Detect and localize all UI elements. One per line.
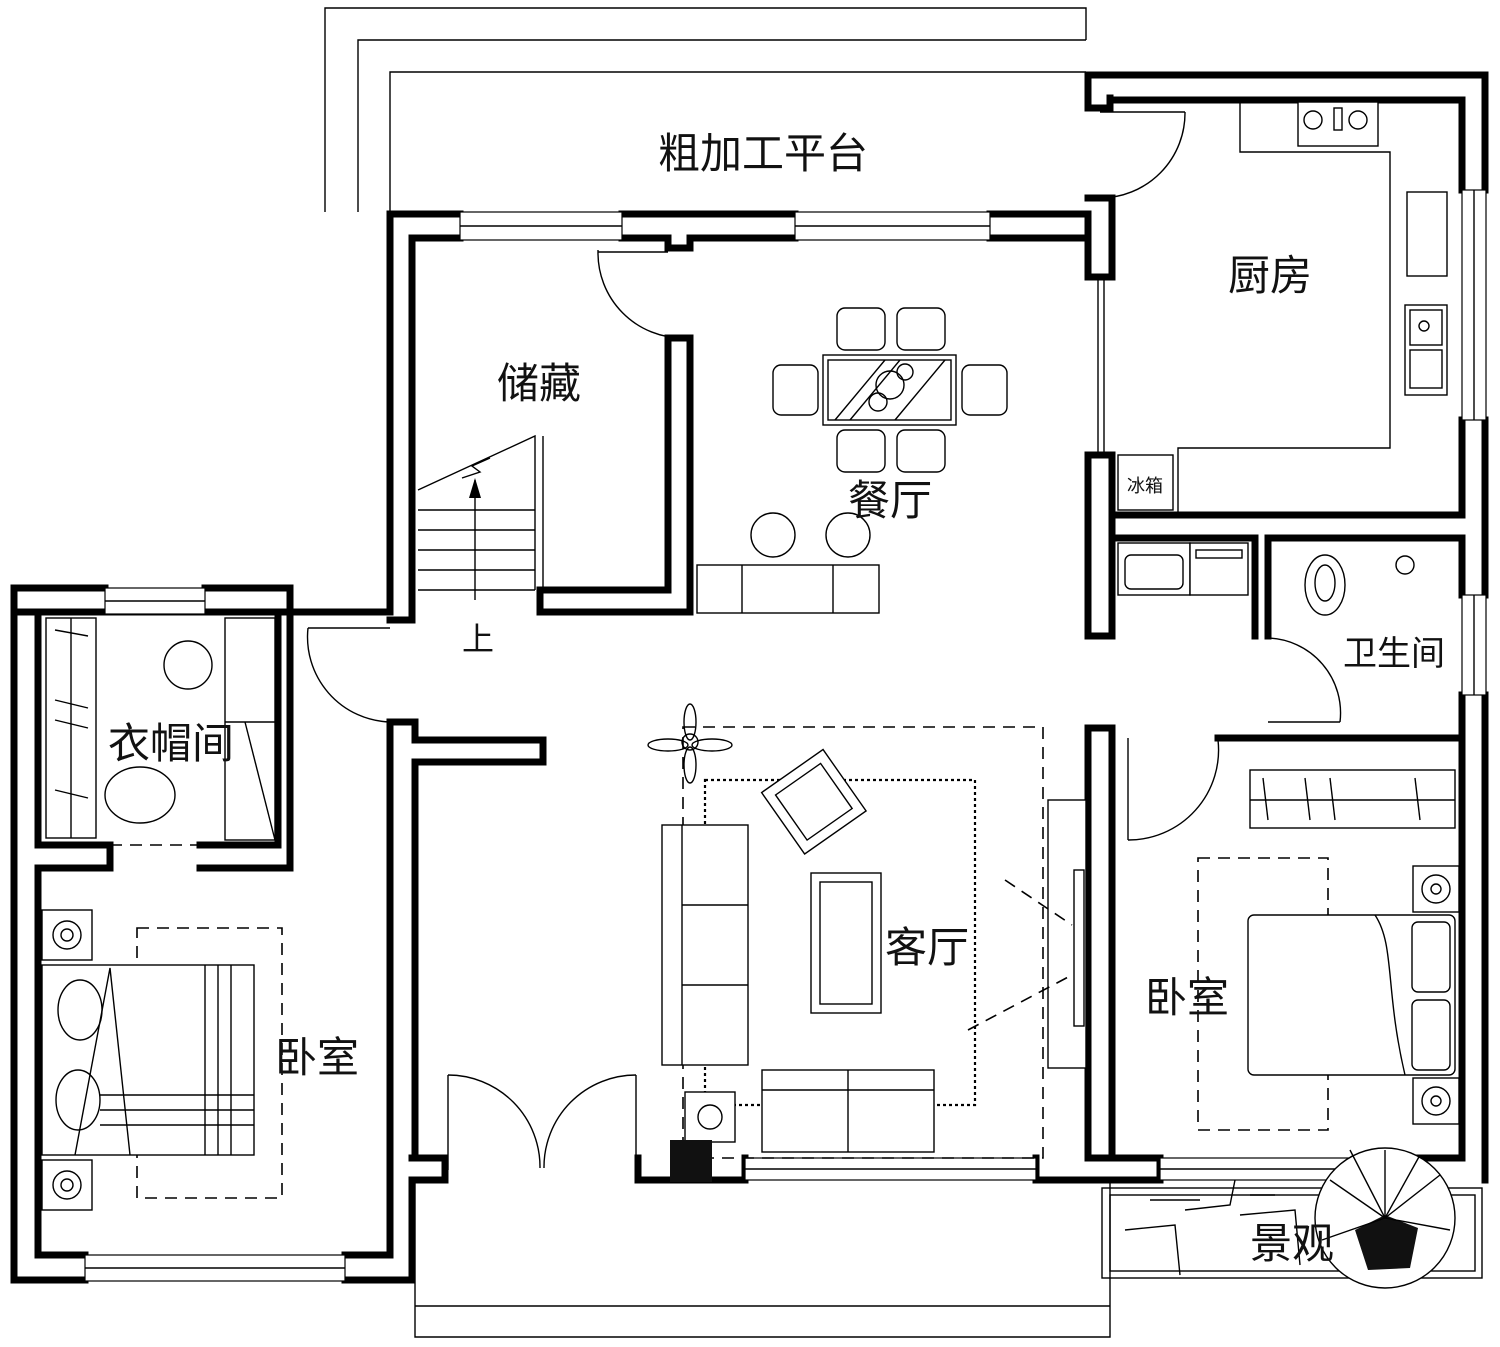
dining-table-set: [696, 307, 1008, 614]
living-label: 客厅: [885, 923, 969, 972]
stair-up-label: 上: [462, 620, 494, 658]
dining-label: 餐厅: [848, 476, 932, 525]
closet-furniture: [45, 617, 276, 846]
storage-label: 储藏: [497, 359, 581, 408]
doors: [306, 111, 1342, 1170]
stairs: [417, 434, 544, 600]
platform-label: 粗加工平台: [658, 129, 868, 178]
left-bedroom-furniture: [41, 909, 283, 1211]
windows: [84, 189, 1487, 1282]
bedroom-left-label: 卧室: [275, 1033, 359, 1082]
bathroom-label: 卫生间: [1343, 634, 1445, 674]
landscape-tree-icon: [1124, 1147, 1456, 1289]
kitchen-fixtures: [1117, 100, 1448, 515]
kitchen-label: 厨房: [1228, 251, 1312, 300]
bathroom-fixtures: [1117, 542, 1415, 616]
fridge-label: 冰箱: [1127, 476, 1163, 497]
living-room-furniture: [647, 703, 1087, 1182]
bedroom-right-label: 卧室: [1145, 973, 1229, 1022]
landscape-label: 景观: [1250, 1219, 1334, 1268]
terrace: [414, 1180, 1483, 1338]
platform-outline: [324, 7, 1087, 212]
closet-label: 衣帽间: [108, 719, 234, 768]
interior-walls: [34, 94, 1466, 1259]
right-bedroom-furniture: [1197, 769, 1460, 1131]
